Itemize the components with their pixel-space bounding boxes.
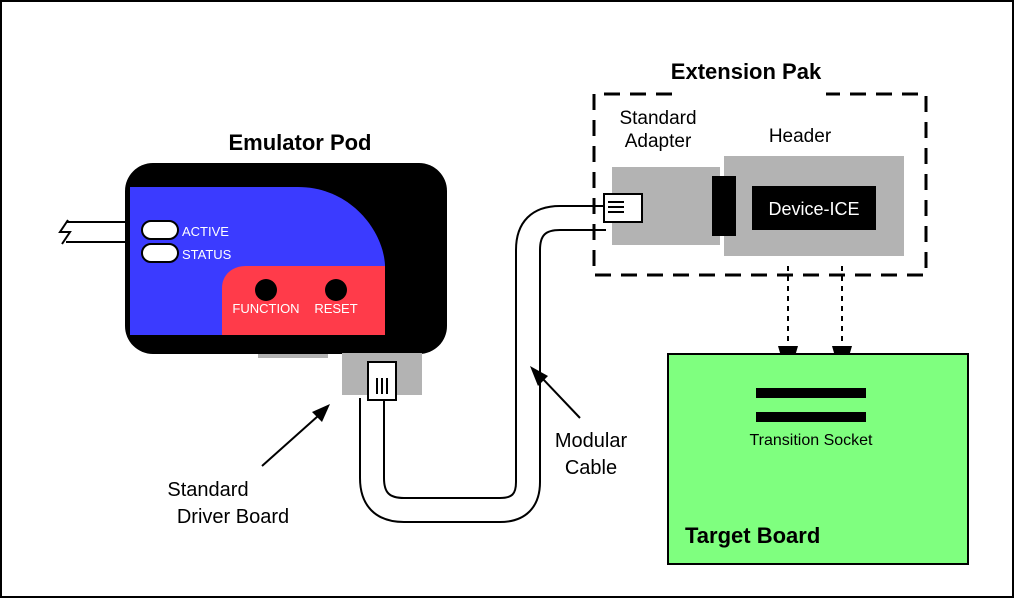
device-ice-chip xyxy=(752,186,876,230)
pod-cable-plug xyxy=(367,361,397,401)
transition-socket-bar-bottom xyxy=(756,412,866,422)
modular-cable-label-2: Cable xyxy=(565,457,617,479)
target-board-label: Target Board xyxy=(685,523,820,548)
device-ice-label: Device-ICE xyxy=(768,199,859,219)
function-button xyxy=(255,279,277,301)
modular-cable xyxy=(359,205,606,523)
active-label: ACTIVE xyxy=(182,224,229,239)
modular-cable-label-1: Modular xyxy=(555,430,628,452)
adapter-cable-plug xyxy=(603,193,643,223)
transition-socket-label: Transition Socket xyxy=(749,432,873,449)
extension-pak-boundary xyxy=(592,92,928,277)
reset-label: RESET xyxy=(314,301,357,316)
reset-button xyxy=(325,279,347,301)
adapter-header-connector xyxy=(712,176,736,236)
driver-board-label-2: Driver Board xyxy=(177,506,289,528)
function-label: FUNCTION xyxy=(232,301,299,316)
status-led-icon xyxy=(141,243,179,263)
status-label: STATUS xyxy=(182,247,232,262)
standard-adapter-label-2: Adapter xyxy=(625,131,692,152)
driver-board-pointer-arrow xyxy=(261,404,330,467)
active-led-icon xyxy=(141,220,179,240)
header-label: Header xyxy=(769,126,832,147)
driver-board-label-1: Standard xyxy=(167,479,248,501)
standard-adapter-label-1: Standard xyxy=(619,108,696,129)
transition-socket-bar-top xyxy=(756,388,866,398)
modular-cable-pointer-arrow xyxy=(530,366,581,419)
emulator-pod-title: Emulator Pod xyxy=(228,130,371,155)
extension-pak-title: Extension Pak xyxy=(671,59,822,84)
